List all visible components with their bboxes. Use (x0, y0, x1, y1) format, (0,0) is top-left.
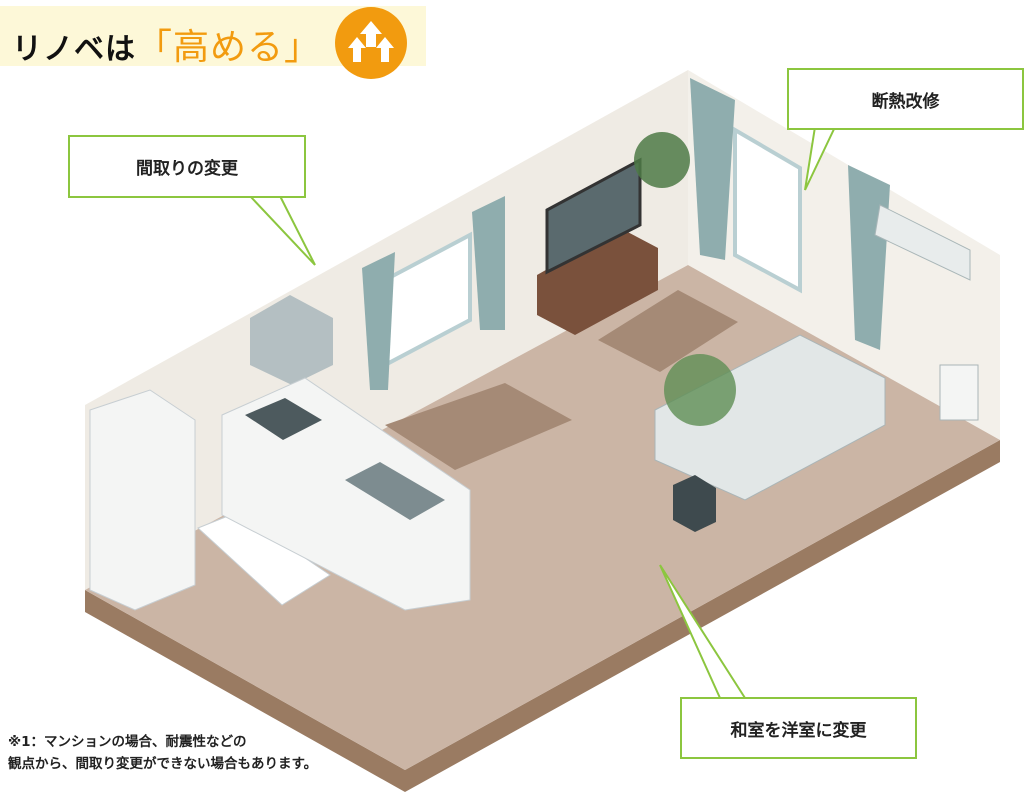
callout-layout-change: 間取りの変更 (68, 135, 306, 198)
curtain (472, 196, 505, 330)
title-banner: リノベは「高める」 (0, 6, 426, 79)
stove (245, 398, 322, 440)
television (545, 157, 642, 275)
sofa (654, 334, 886, 501)
footnote-line: 観点から、間取り変更ができない場合もあります。 (8, 756, 318, 772)
callout-japanese-to-western: 和室を洋室に変更 (680, 697, 917, 759)
callout-pointer (659, 564, 746, 699)
callout-pointer (804, 126, 836, 191)
plant-pot (673, 475, 716, 532)
footnote-line: ※1：マンションの場合、耐震性などの (8, 734, 247, 750)
curtain (362, 252, 395, 390)
banner-prefix: リノベは (12, 32, 136, 67)
vacuum-dock (939, 364, 979, 421)
coffee-table (598, 290, 738, 372)
callout-insulation: 断熱改修 (787, 68, 1024, 130)
banner-title: リノベは「高める」 (12, 18, 321, 70)
window (733, 126, 802, 294)
plant (634, 132, 690, 188)
tv-stand (537, 228, 658, 335)
rug (197, 511, 331, 606)
air-conditioner (874, 204, 971, 281)
refrigerator (89, 389, 196, 611)
footnote: ※1：マンションの場合、耐震性などの 観点から、間取り変更ができない場合もありま… (8, 731, 317, 775)
curtain (690, 78, 735, 260)
dining-table (385, 383, 572, 470)
range-hood (250, 295, 333, 385)
sink (345, 462, 445, 520)
banner-accent: 「高める」 (136, 27, 322, 68)
arrows-up-icon (335, 7, 407, 79)
callout-pointer (249, 195, 316, 266)
plant (664, 354, 736, 426)
